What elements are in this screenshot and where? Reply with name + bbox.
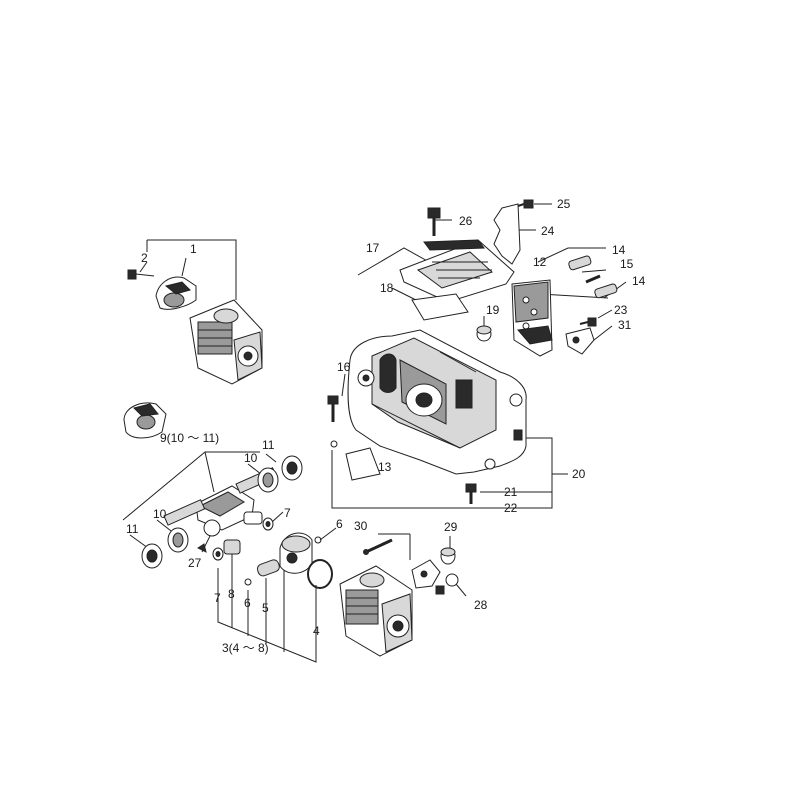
callout-25: 25 [557, 197, 571, 211]
callout-23: 23 [614, 303, 628, 317]
bolt-16 [327, 395, 339, 422]
cylinder-1 [189, 299, 263, 385]
piston-3 [279, 532, 313, 574]
callout-15: 15 [620, 257, 634, 271]
shroud-loose [123, 402, 167, 439]
callout-29: 29 [444, 520, 458, 534]
callout-19: 19 [486, 303, 500, 317]
callout-22: 22 [504, 501, 518, 515]
piston-pin-5 [256, 559, 280, 577]
callout-16: 16 [337, 360, 351, 374]
callout-21: 21 [504, 485, 518, 499]
callout-5: 5 [262, 601, 269, 615]
callout-3: 3(4 ～ 8) [222, 641, 269, 655]
callout-14b: 14 [632, 274, 646, 288]
cover-17 [399, 239, 515, 303]
washer-7-upper [262, 517, 274, 531]
callout-17: 17 [366, 241, 380, 255]
shroud-1 [155, 276, 197, 310]
plate-18 [411, 293, 469, 321]
callout-18: 18 [380, 281, 394, 295]
needle-bearing-8 [223, 539, 241, 555]
callout-24: 24 [541, 224, 555, 238]
screw-23 [579, 317, 597, 327]
rod-30 [363, 538, 393, 555]
bearing-10-lower [167, 527, 189, 553]
tensioner-31 [565, 327, 595, 355]
bracket-28 [411, 559, 459, 595]
stud-14-lower [594, 283, 618, 299]
callout-14a: 14 [612, 243, 626, 257]
decomp-valve-29 [440, 547, 456, 565]
key-27 [197, 543, 207, 553]
callout-20: 20 [572, 467, 586, 481]
callout-13: 13 [378, 460, 392, 474]
gasket-13 [345, 447, 381, 481]
screw-26 [427, 207, 441, 236]
callout-27: 27 [188, 556, 202, 570]
clip-6-upper [314, 536, 322, 544]
callout-12: 12 [533, 255, 547, 269]
callout-9: 9(10 ～ 11) [160, 431, 219, 445]
cylinder-lower [339, 565, 413, 657]
callout-26: 26 [459, 214, 473, 228]
callout-6a: 6 [244, 596, 251, 610]
bolt-21 [465, 483, 477, 504]
callout-30: 30 [354, 519, 368, 533]
piston-ring-4 [307, 559, 333, 589]
stud-15 [585, 274, 601, 284]
callout-10a: 10 [244, 451, 258, 465]
callout-4: 4 [313, 624, 320, 638]
callout-1: 1 [190, 242, 197, 256]
grommet-19 [476, 325, 492, 342]
oring [330, 440, 338, 448]
screw-2 [127, 269, 155, 280]
clip-6-lower [244, 578, 252, 586]
callout-31: 31 [618, 318, 632, 332]
callout-10b: 10 [153, 507, 167, 521]
clutch-cover-12 [511, 279, 553, 357]
callout-7b: 7 [214, 591, 221, 605]
callout-11b: 11 [126, 522, 139, 536]
seal-11-upper [281, 455, 303, 481]
callout-labels: 1 2 9(10 ～ 11) 10 11 10 11 7 27 7 8 6 5 … [126, 197, 646, 655]
callout-28: 28 [474, 598, 488, 612]
callout-6b: 6 [336, 517, 343, 531]
screw-25 [517, 199, 534, 209]
bearing-10-upper [257, 467, 279, 493]
spike-24 [493, 203, 521, 265]
stud-14-upper [568, 255, 592, 271]
callout-7a: 7 [284, 506, 291, 520]
callout-2: 2 [141, 251, 148, 265]
callout-11a: 11 [262, 438, 275, 452]
washer-7-lower [212, 547, 224, 561]
seal-11-lower [141, 543, 163, 569]
callout-8: 8 [228, 587, 235, 601]
crankcase-20 [347, 329, 527, 475]
